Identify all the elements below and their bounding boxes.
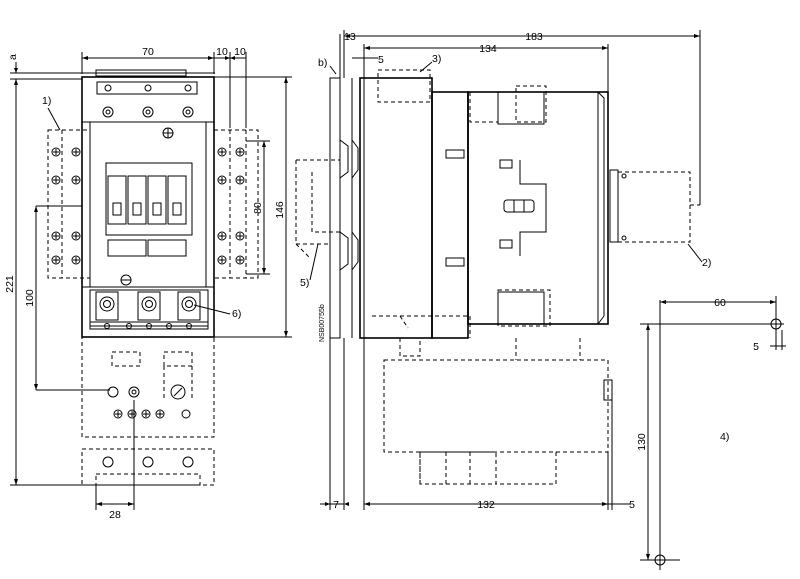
svg-text:183: 183 — [525, 31, 543, 43]
svg-text:5: 5 — [378, 54, 384, 66]
svg-text:10: 10 — [234, 46, 246, 58]
bottom-terminals — [89, 289, 209, 330]
dim-134: 134 — [363, 43, 609, 92]
dim-100: 100 — [24, 205, 110, 391]
dim-5-bottom: 5 — [600, 400, 635, 511]
dim-5-top: 5 — [352, 54, 384, 66]
mounting-rail — [329, 77, 359, 339]
callout-5: 5) — [300, 277, 309, 289]
svg-text:134: 134 — [479, 43, 497, 55]
callout-4: 4) — [720, 431, 729, 443]
dim-221: 221 — [4, 79, 96, 486]
dim-70: 70 — [81, 46, 215, 74]
callout-1: 1) — [42, 95, 51, 107]
dim-80: 80 — [246, 140, 270, 275]
dim-28: 28 — [95, 400, 135, 521]
callout-2: 2) — [702, 257, 711, 269]
side-base — [359, 77, 433, 339]
svg-text:80: 80 — [252, 202, 264, 214]
dim-13: 13 — [339, 31, 356, 78]
svg-text:70: 70 — [142, 46, 154, 58]
dim-146: 146 — [214, 76, 292, 338]
callout-3: 3) — [432, 53, 441, 65]
svg-text:221: 221 — [4, 275, 16, 293]
svg-text:a: a — [7, 54, 19, 60]
svg-text:5: 5 — [629, 499, 635, 511]
dim-10-10: 10 10 — [214, 46, 247, 128]
svg-text:10: 10 — [216, 46, 228, 58]
side-coil-housing — [467, 91, 609, 325]
drawing-code: NSB00755b — [319, 304, 326, 342]
drilling-pattern: 60 5 130 4) — [636, 296, 786, 570]
front-view: 70 10 10 a 221 100 — [4, 46, 292, 521]
right-side-aux-module — [213, 129, 259, 279]
svg-text:5: 5 — [753, 341, 759, 353]
svg-text:146: 146 — [274, 201, 286, 219]
svg-text:28: 28 — [109, 509, 121, 521]
svg-text:13: 13 — [344, 31, 356, 43]
callout-6: 6) — [232, 308, 241, 320]
svg-text:60: 60 — [714, 297, 726, 309]
svg-text:130: 130 — [636, 433, 648, 451]
dim-a: a — [7, 54, 19, 73]
svg-text:100: 100 — [24, 289, 36, 307]
left-side-aux-module — [47, 129, 91, 279]
top-terminal-screws — [96, 81, 198, 118]
overload-relay-module — [81, 336, 215, 486]
dim-7: 7 — [320, 338, 349, 511]
mounting-hole-top — [770, 318, 782, 330]
svg-text:7: 7 — [333, 499, 339, 511]
dim-132: 132 — [363, 338, 609, 511]
callout-b: b) — [318, 57, 327, 69]
svg-text:132: 132 — [477, 499, 495, 511]
side-view: 183 134 13 5 b) 3) 2) 5) NSB00755b — [295, 30, 711, 511]
dim-183: 183 — [343, 30, 701, 205]
auxiliary-contact-block — [105, 162, 193, 257]
